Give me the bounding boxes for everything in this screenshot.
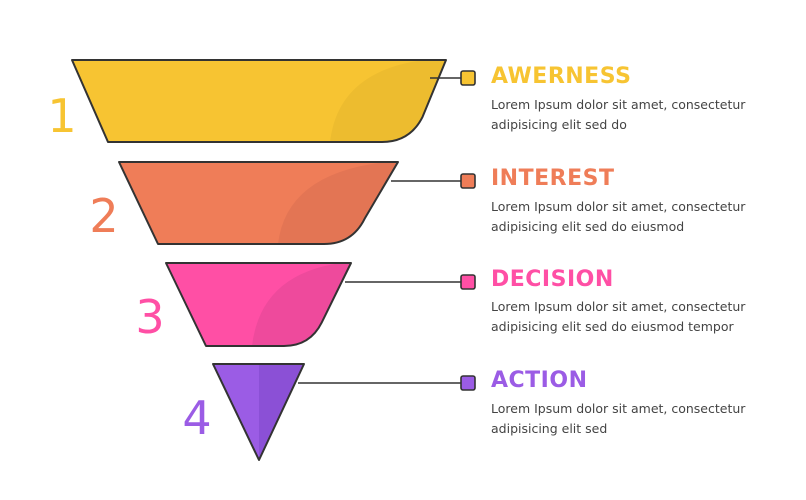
funnel-segment-shade xyxy=(259,364,304,460)
funnel-segment-outline xyxy=(118,161,399,245)
funnel-segment-outline xyxy=(165,262,352,347)
stage-description-line: adipisicing elit sed do eiusmod tempor xyxy=(491,319,734,334)
stage-description-line: adipisicing elit sed do xyxy=(491,117,627,132)
connector-square-icon xyxy=(460,173,476,189)
funnel-stage-1: 1 xyxy=(47,59,476,143)
stage-number: 1 xyxy=(47,89,76,143)
stage-description-line: Lorem Ipsum dolor sit amet, consectetur xyxy=(491,97,746,112)
connector-square-icon xyxy=(460,70,476,86)
stage-description-line: adipisicing elit sed do eiusmod xyxy=(491,219,685,234)
connector-square-icon xyxy=(460,274,476,290)
stage-description: Lorem Ipsum dolor sit amet, consectetur a… xyxy=(491,297,791,337)
stage-description: Lorem Ipsum dolor sit amet, consectetur a… xyxy=(491,95,791,135)
stage-title: AWERNESS xyxy=(491,64,632,89)
funnel-segment-outline xyxy=(212,363,305,461)
funnel-stage-2: 2 xyxy=(89,161,476,245)
stage-number: 2 xyxy=(89,189,118,243)
stage-description-line: Lorem Ipsum dolor sit amet, consectetur xyxy=(491,401,746,416)
stage-description-line: adipisicing elit sed xyxy=(491,421,608,436)
stage-description-line: Lorem Ipsum dolor sit amet, consectetur xyxy=(491,299,746,314)
funnel-stage-3: 3 xyxy=(135,262,476,347)
stage-title: INTEREST xyxy=(491,166,615,191)
stage-description: Lorem Ipsum dolor sit amet, consectetur a… xyxy=(491,197,791,237)
funnel-stage-4: 4 xyxy=(182,363,476,461)
stage-number: 3 xyxy=(135,290,164,344)
stage-title: DECISION xyxy=(491,267,614,292)
stage-number: 4 xyxy=(182,391,211,445)
stage-description: Lorem Ipsum dolor sit amet, consectetur a… xyxy=(491,399,791,439)
connector-square-icon xyxy=(460,375,476,391)
stage-title: ACTION xyxy=(491,368,588,393)
funnel-segment-outline xyxy=(71,59,447,143)
stage-description-line: Lorem Ipsum dolor sit amet, consectetur xyxy=(491,199,746,214)
